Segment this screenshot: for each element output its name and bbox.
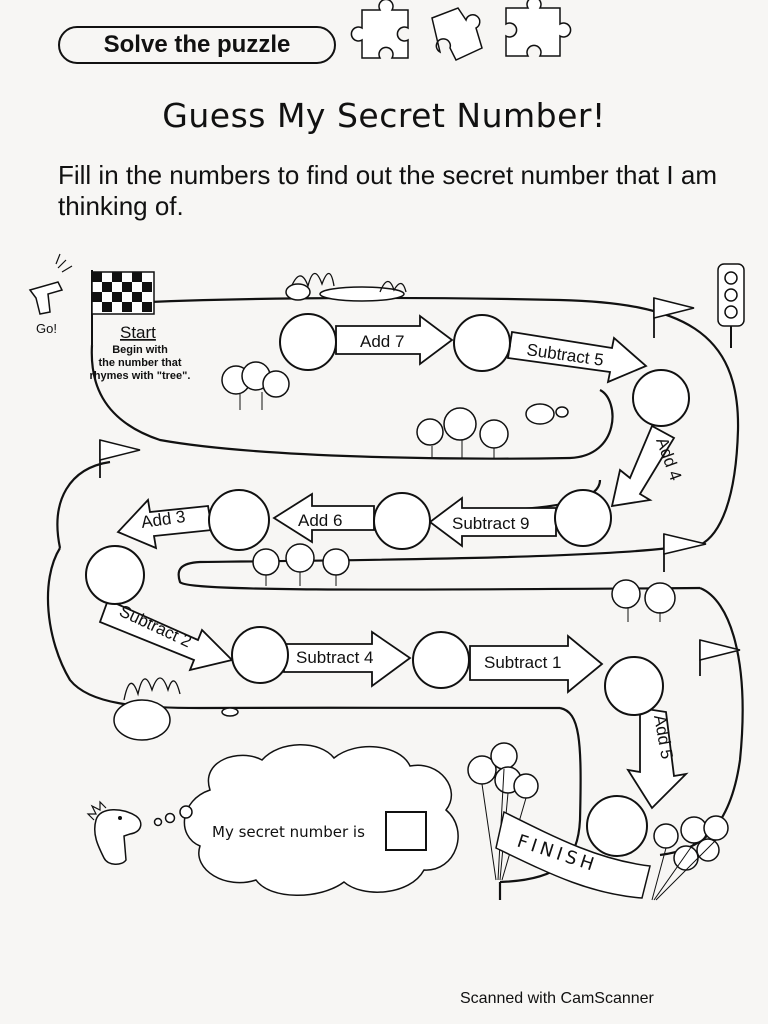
thought-cloud: My secret number is [153, 744, 459, 896]
start-hint-line-1: Begin with [112, 344, 168, 356]
tree-cluster-icon [221, 361, 290, 410]
starter-pistol-icon [28, 253, 73, 315]
balloons-icon [651, 815, 729, 901]
tree-cluster-icon [611, 579, 676, 622]
arrow-add-6 [272, 492, 375, 544]
circle-after-add-6[interactable] [208, 489, 270, 551]
balloons-icon [467, 742, 539, 881]
flag-icon [653, 297, 695, 338]
tree-cluster-icon [252, 543, 350, 586]
go-label: Go! [36, 321, 57, 336]
arrow-subtract-2 [98, 598, 234, 672]
pond-icon [285, 272, 407, 302]
arrow-add-5 [626, 706, 689, 810]
scanner-watermark: Scanned with CamScanner [460, 990, 654, 1007]
dinosaur-icon [86, 800, 142, 865]
traffic-light-icon [717, 263, 745, 348]
section-badge: Solve the puzzle [58, 26, 336, 64]
start-hint-line-3: rhymes with "tree". [90, 370, 191, 382]
tree-cluster-icon [416, 407, 509, 458]
puzzle-pieces-icon [350, 0, 572, 61]
arrow-subtract-9 [428, 496, 557, 548]
secret-number-box[interactable] [385, 811, 427, 851]
flag-icon [699, 639, 741, 676]
arrow-add-3 [116, 498, 214, 550]
circle-after-add-7[interactable] [453, 314, 511, 372]
checkered-flag-icon [91, 270, 155, 345]
arrow-add-4 [610, 424, 676, 508]
flag-icon [99, 439, 141, 478]
pennant-flags [99, 297, 741, 676]
circle-after-subtract-5[interactable] [632, 369, 690, 427]
arrow-subtract-4 [283, 630, 412, 688]
worksheet-title: Guess My Secret Number! [162, 96, 606, 135]
circle-after-subtract-1[interactable] [604, 656, 664, 716]
bush-icon [113, 677, 239, 741]
secret-prompt: My secret number is [212, 823, 365, 841]
step-label-subtract-4: Subtract 4 [296, 648, 374, 667]
circle-start[interactable] [279, 313, 337, 371]
start-hint-line-2: the number that [98, 357, 181, 369]
arrow-subtract-5 [506, 330, 648, 384]
number-circles[interactable] [85, 313, 690, 857]
step-label-subtract-9: Subtract 9 [452, 514, 530, 533]
circle-after-add-3[interactable] [85, 545, 145, 605]
step-label-add-6: Add 6 [298, 511, 342, 530]
shell-icon [525, 403, 569, 425]
circle-after-subtract-4[interactable] [412, 631, 470, 689]
instructions-text: Fill in the numbers to find out the secr… [58, 160, 717, 221]
step-label-add-7: Add 7 [360, 332, 404, 351]
arrow-add-7 [335, 314, 454, 366]
arrow-subtract-1 [469, 634, 604, 694]
circle-after-subtract-9[interactable] [373, 492, 431, 550]
circle-after-add-5[interactable] [586, 795, 648, 857]
step-arrows [98, 314, 689, 810]
flag-icon [663, 533, 707, 572]
step-label-subtract-1: Subtract 1 [484, 653, 562, 672]
circle-after-add-4[interactable] [554, 489, 612, 547]
circle-after-subtract-2[interactable] [231, 626, 289, 684]
start-label: Start [120, 323, 156, 342]
